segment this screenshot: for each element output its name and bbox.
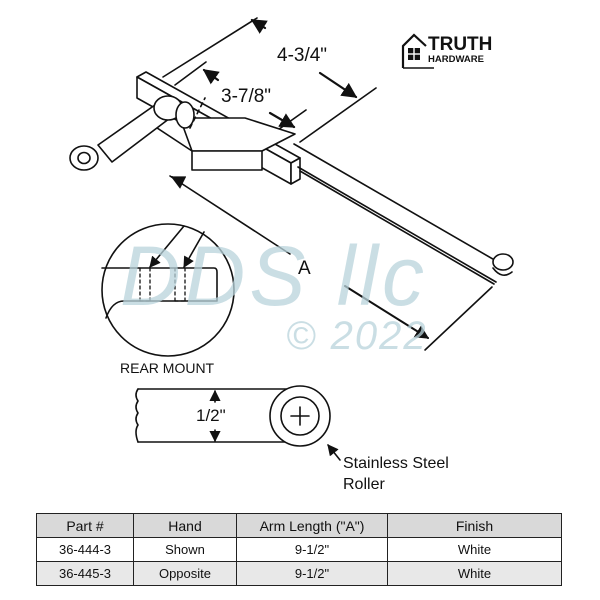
label-arm-thickness: 1/2" xyxy=(196,406,226,425)
dim-overall-width xyxy=(162,17,377,143)
label-mount-width: 3-7/8" xyxy=(221,86,272,107)
cell-part-number: 36-444-3 xyxy=(36,537,134,562)
house-window-icon xyxy=(401,33,434,69)
cell-finish: White xyxy=(387,537,562,562)
roller-detail xyxy=(135,385,341,461)
part-spec-table: Part # Hand Arm Length ("A") Finish 36-4… xyxy=(36,513,562,586)
cell-hand: Shown xyxy=(133,537,237,562)
label-overall-width: 4-3/4" xyxy=(277,45,328,66)
cell-arm-length: 9-1/2" xyxy=(236,537,388,562)
label-roller-line2: Roller xyxy=(343,476,385,493)
operator-arm xyxy=(293,143,514,285)
cell-part-number: 36-445-3 xyxy=(36,561,134,586)
logo-brand-hardware: HARDWARE xyxy=(428,54,484,65)
label-roller-line1: Stainless Steel xyxy=(343,455,449,472)
label-arm-length: A xyxy=(298,258,311,279)
crank-handle xyxy=(69,95,195,171)
header-part-number: Part # xyxy=(36,513,134,538)
rear-mount-detail xyxy=(101,223,235,357)
table-row: 36-444-3 Shown 9-1/2" White xyxy=(36,537,562,562)
logo-brand-truth: TRUTH xyxy=(428,34,493,55)
table-header-row: Part # Hand Arm Length ("A") Finish xyxy=(36,513,562,538)
cell-hand: Opposite xyxy=(133,561,237,586)
header-finish: Finish xyxy=(387,513,562,538)
dim-mount-width xyxy=(174,61,307,133)
dim-arm-length xyxy=(169,175,493,351)
gear-housing xyxy=(144,97,296,171)
truth-hardware-logo: TRUTH HARDWARE xyxy=(400,30,510,70)
header-hand: Hand xyxy=(133,513,237,538)
cell-arm-length: 9-1/2" xyxy=(236,561,388,586)
table-row: 36-445-3 Opposite 9-1/2" White xyxy=(36,561,562,586)
cell-finish: White xyxy=(387,561,562,586)
label-rear-mount: REAR MOUNT xyxy=(120,360,215,376)
header-arm-length: Arm Length ("A") xyxy=(236,513,388,538)
